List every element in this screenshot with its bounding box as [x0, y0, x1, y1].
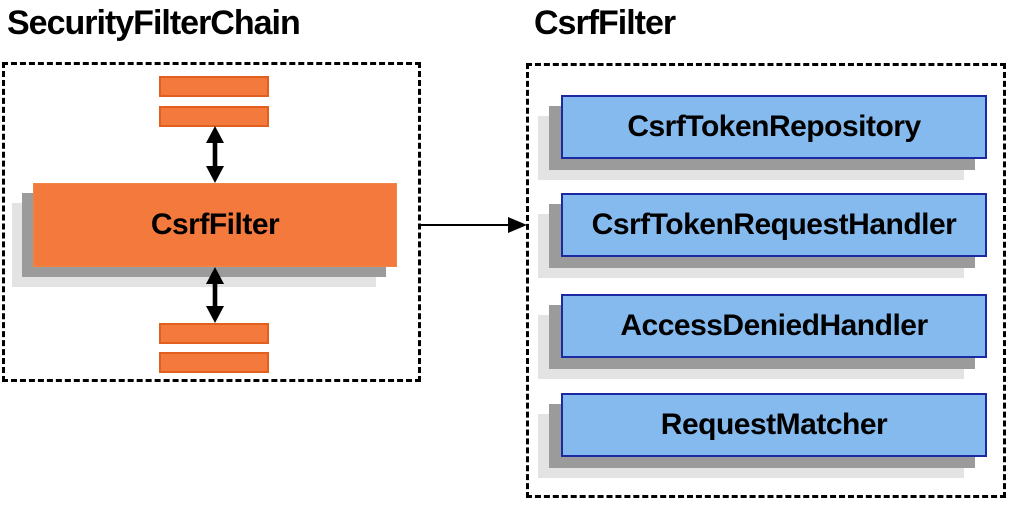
filter-stack-bar [159, 76, 269, 97]
up-down-arrow-icon [206, 267, 224, 323]
up-down-arrow-icon [206, 126, 224, 183]
csrf-filter-title: CsrfFilter [534, 4, 676, 42]
component-csrf-token-request-handler: CsrfTokenRequestHandler [561, 193, 987, 257]
csrf-filter-node: CsrfFilter [33, 183, 397, 267]
component-csrf-token-repository: CsrfTokenRepository [561, 95, 987, 159]
security-filter-chain-title: SecurityFilterChain [7, 4, 301, 42]
security-filter-chain-container [2, 62, 421, 382]
csrf-filter-node-label: CsrfFilter [150, 208, 280, 241]
filter-stack-bar [159, 106, 269, 127]
csrf-filter-container [526, 63, 1006, 498]
component-label: AccessDeniedHandler [620, 309, 928, 342]
filter-stack-bar [159, 352, 269, 373]
component-access-denied-handler: AccessDeniedHandler [561, 294, 987, 358]
filter-stack-bar [159, 323, 269, 344]
component-label: CsrfTokenRequestHandler [591, 208, 957, 241]
component-label: RequestMatcher [660, 408, 888, 441]
right-arrow-icon [421, 217, 527, 233]
component-request-matcher: RequestMatcher [561, 393, 987, 457]
component-label: CsrfTokenRepository [627, 110, 921, 143]
